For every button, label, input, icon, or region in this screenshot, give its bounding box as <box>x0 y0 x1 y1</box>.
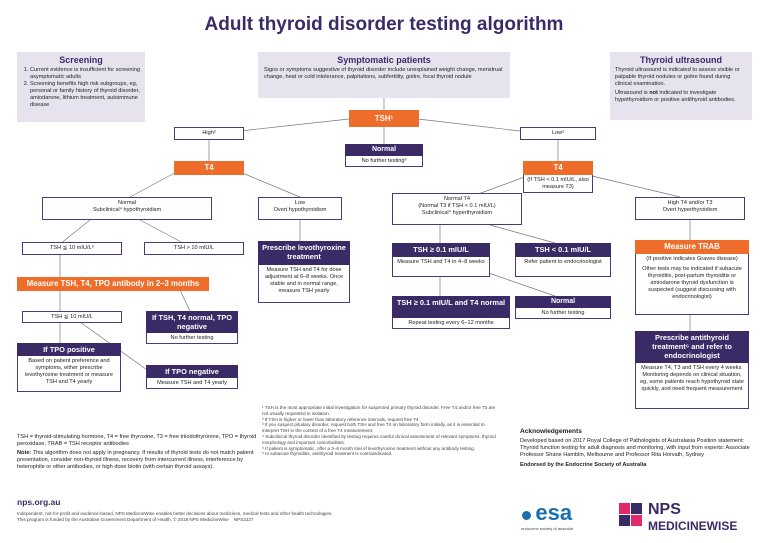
antithyroid-node: Prescribe antithyroid treatment⁶ and ref… <box>635 331 749 363</box>
tpo-negative-text: Measure TSH and T4 yearly <box>146 378 238 389</box>
prescribe-levothyroxine-text: Measure TSH and T4 for dose adjustment a… <box>258 265 350 303</box>
tsh-lt01-node: TSH < 0.1 mIU/L <box>515 243 611 257</box>
note: Note: This algorithm does not apply in p… <box>17 450 254 470</box>
tsh-node: TSH¹ <box>349 110 419 127</box>
footnote: ⁶ In subacute thyroiditis, antithyroid t… <box>262 451 393 457</box>
footnote: ³ If you suspect pituitary disorder, req… <box>262 422 485 434</box>
antithyroid-text: Measure T4, T3 and TSH every 4 weeks. Mo… <box>635 363 749 409</box>
footer-line1: Independent, not-for-profit and evidence… <box>17 511 333 516</box>
prescribe-levothyroxine: Prescribe levothyroxine treatment <box>258 241 350 265</box>
ultrasound-note: Ultrasound is not indicated to investiga… <box>615 90 736 103</box>
page-title: Adult thyroid disorder testing algorithm <box>204 14 564 35</box>
measure-tpo-node: Measure TSH, T4, TPO antibody in 2–3 mon… <box>17 277 209 291</box>
footnote: ¹ TSH is the most appropriate initial in… <box>262 405 496 416</box>
footnote: ⁵ If patient is symptomatic, offer a 3–6… <box>262 445 475 451</box>
tsh-le10-node: TSH ≦ 10 mIU/L⁵ <box>22 242 122 255</box>
screening-item: Current evidence is insufficient for scr… <box>30 67 141 81</box>
screening-item: Screening benefits high risk subgroups, … <box>30 81 141 109</box>
t4-right-node: T4 <box>523 161 593 175</box>
t4-left-node: T4 <box>174 161 244 175</box>
symptomatic-panel: Symptomatic patients Signs or symptoms s… <box>258 52 510 98</box>
tsh-ge01-t4normal-text: Repeat testing every 6–12 months <box>392 318 510 329</box>
tsh-lt01-text: Refer patient to endocrinologist <box>515 257 611 277</box>
esa-logo: esa endocrine society of australia <box>521 500 573 531</box>
measure-trab-text: (If positive indicates Graves disease) O… <box>635 254 749 315</box>
tsh-t4-normal-text: No further testing <box>146 333 238 344</box>
esa-dot-icon <box>521 511 531 521</box>
tsh-gt10-node: TSH > 10 mIU/L <box>144 242 244 255</box>
tsh-ge01-node: TSH ≥ 0.1 mIU/L <box>392 243 490 257</box>
footer: nps.org.au Independent, not-for-profit a… <box>17 497 457 523</box>
measure-trab: Measure TRAB <box>635 240 749 254</box>
normal-node: Normal <box>345 144 423 156</box>
screening-list: Current evidence is insufficient for scr… <box>21 67 141 109</box>
screening-heading: Screening <box>59 55 103 65</box>
footer-line2: This program is funded by the Australian… <box>17 516 254 522</box>
tpo-negative-node: If TPO negative <box>146 365 238 378</box>
tpo-positive-text: Based on patient preference and symptoms… <box>17 356 121 392</box>
symptomatic-heading: Symptomatic patients <box>337 55 431 65</box>
high-node: High² <box>174 127 244 140</box>
tpo-positive-node: If TPO positive <box>17 343 121 356</box>
footnote: ⁴ Subclinical thyroid disorder identifie… <box>262 433 496 445</box>
normal-2-text: No further testing <box>515 308 611 319</box>
low-node: Low² <box>520 127 596 140</box>
normal-node-text: No further testing³ <box>345 156 423 167</box>
tsh-le10-b-node: TSH ≦ 10 mIU/L <box>22 311 122 323</box>
ultrasound-text: Thyroid ultrasound is indicated to asses… <box>615 67 740 87</box>
normal-2-node: Normal <box>515 296 611 308</box>
tsh-ge01-text: Measure TSH and T4 in 4–8 weeks <box>392 257 490 277</box>
normal-t4-subclinical-hyper: Normal T4(Normal T3 if TSH < 0.1 mIU/L)S… <box>392 193 522 225</box>
footer-url[interactable]: nps.org.au <box>17 497 61 507</box>
screening-panel: Screening Current evidence is insufficie… <box>17 52 145 122</box>
nps-cube-icon <box>619 503 642 526</box>
ultrasound-heading: Thyroid ultrasound <box>640 55 722 65</box>
t4-right-note: (If TSH < 0.1 mIU/L, also measure T3) <box>523 175 593 193</box>
symptomatic-text: Signs or symptoms suggestive of thyroid … <box>264 67 503 80</box>
tsh-ge01-t4normal-node: TSH ≥ 0.1 mIU/L and T4 normal <box>392 296 510 318</box>
tsh-t4-normal-node: If TSH, T4 normal, TPO negative <box>146 311 238 333</box>
abbreviations: TSH = thyroid-stimulating hormone, T4 = … <box>17 434 257 447</box>
footnote: ² If TSH is higher or lower than laborat… <box>262 416 420 422</box>
footnotes: ¹ TSH is the most appropriate initial in… <box>262 405 502 457</box>
ultrasound-panel: Thyroid ultrasound Thyroid ultrasound is… <box>610 52 752 120</box>
acknowledgements: Acknowledgements Developed based on 2017… <box>520 428 750 468</box>
